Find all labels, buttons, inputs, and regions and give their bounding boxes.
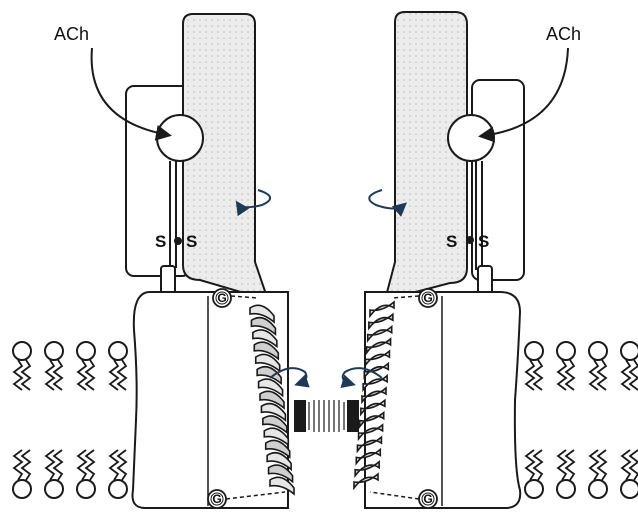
right-lipid-bilayer	[525, 342, 638, 498]
lipid	[45, 342, 63, 390]
right-extracellular-domain	[385, 12, 467, 300]
lipid	[589, 342, 607, 390]
left-disulfide-bond	[174, 237, 182, 245]
lipid	[77, 450, 95, 498]
left-g-top: G	[213, 289, 231, 307]
right-s-label-b: S	[478, 232, 489, 251]
right-subunit: G G S S ACh	[365, 12, 581, 508]
lipid	[557, 342, 575, 390]
left-s-label-a: S	[155, 232, 166, 251]
lipid	[621, 342, 638, 390]
right-disulfide-bond	[466, 236, 474, 244]
right-ach-binding-site	[448, 115, 494, 161]
left-g-bottom: G	[208, 490, 226, 508]
lipid	[557, 450, 575, 498]
lipid	[109, 450, 127, 498]
left-g-top-label: G	[217, 291, 226, 305]
pore-gate	[294, 400, 359, 432]
left-s-label-b: S	[186, 232, 197, 251]
right-g-top: G	[419, 289, 437, 307]
lipid	[525, 450, 543, 498]
left-lipid-bilayer	[13, 342, 127, 498]
right-g-bottom: G	[419, 490, 437, 508]
left-subunit: G G S S ACh	[54, 14, 288, 508]
lipid	[589, 450, 607, 498]
left-ach-binding-site	[157, 115, 203, 161]
lipid	[45, 450, 63, 498]
lipid	[77, 342, 95, 390]
left-g-bottom-label: G	[212, 492, 221, 506]
lipid	[13, 342, 31, 390]
right-s-label-a: S	[446, 232, 457, 251]
left-extracellular-domain	[183, 14, 268, 300]
lipid	[109, 342, 127, 390]
lipid	[525, 342, 543, 390]
lipid	[13, 450, 31, 498]
right-g-top-label: G	[423, 291, 432, 305]
lipid	[621, 450, 638, 498]
left-ach-label: ACh	[54, 24, 89, 44]
right-ach-label: ACh	[546, 24, 581, 44]
right-g-bottom-label: G	[423, 492, 432, 506]
